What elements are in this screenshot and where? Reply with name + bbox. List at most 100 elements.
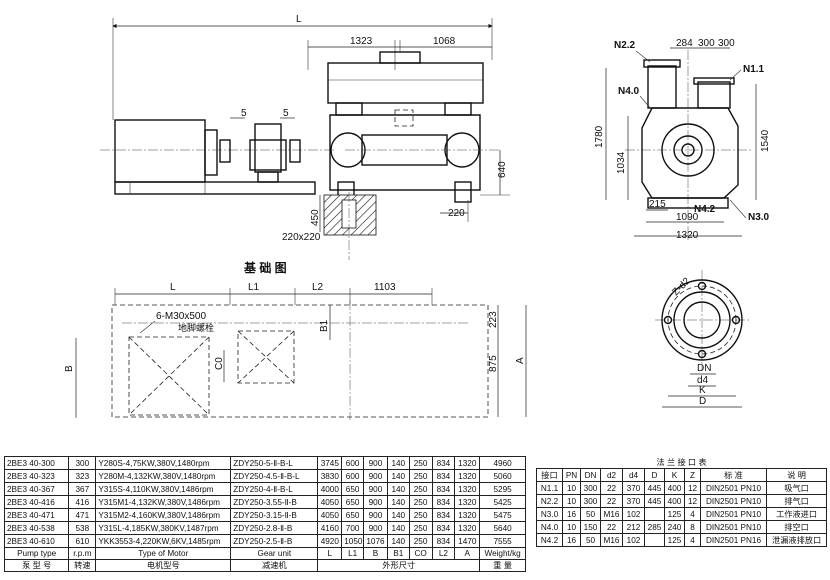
- table-cell: 125: [664, 533, 685, 547]
- table-cell: 10: [562, 520, 581, 534]
- table-cell: 5060: [479, 469, 526, 483]
- table-cell: 250: [408, 482, 433, 496]
- table-header-cn: 泵 型 号转速电机型号减速机外形尺寸重 量: [3, 559, 526, 572]
- table-cell: Y315S-4,110KW,380V,1486rpm: [95, 482, 232, 496]
- dim-L1: L1: [248, 282, 260, 293]
- table-cell: N1.1: [536, 481, 563, 495]
- table-cell: 445: [644, 494, 665, 508]
- table-cell: 10: [562, 481, 581, 495]
- table-cell: 1320: [454, 482, 481, 496]
- table-cell: [644, 533, 665, 547]
- table-cell: 250: [408, 534, 433, 548]
- table-cell: 370: [622, 481, 645, 495]
- dim-1540-label: 1540: [760, 129, 771, 152]
- table-cell: 1320: [454, 456, 481, 470]
- header-cell: DN: [580, 468, 601, 482]
- table-cell: M16: [600, 507, 623, 521]
- table-cell: 140: [386, 521, 410, 535]
- table-cell: 1320: [454, 469, 481, 483]
- table-cell: 834: [431, 534, 456, 548]
- table-cell: 2BE3 40-300: [3, 456, 70, 470]
- table-cell: 650: [341, 495, 365, 509]
- table-cell: YKK3553-4,220KW,6KV,1485rpm: [95, 534, 232, 548]
- table-cell: 2BE3 40-323: [3, 469, 70, 483]
- table-cell: 排空口: [765, 520, 828, 534]
- table-cell: 4920: [317, 534, 343, 548]
- table-cell: 2BE3 40-471: [3, 508, 70, 522]
- dim-1090-label: 1090: [676, 212, 699, 223]
- table-cell: ZDY250-2.8-Ⅱ-B: [230, 521, 319, 535]
- table-cell: 5640: [479, 521, 526, 535]
- table-cell: 834: [431, 482, 456, 496]
- dim-220x220-label: 220x220: [282, 232, 321, 243]
- table-cell: [644, 507, 665, 521]
- table-cell: 900: [363, 508, 388, 522]
- dim-284-label: 284: [676, 38, 693, 49]
- table-cell: 300: [580, 481, 601, 495]
- table-cell: 1076: [363, 534, 388, 548]
- table-cell: 140: [386, 482, 410, 496]
- header-cell: Type of Motor: [95, 547, 232, 560]
- table-cell: Y315M2-4,160KW,380V,1486rpm: [95, 508, 232, 522]
- dim-L-foundation: L: [170, 282, 176, 293]
- table-cell: 工作液进口: [765, 507, 828, 521]
- table-cell: DIN2501 PN10: [700, 520, 767, 534]
- table-cell: 834: [431, 495, 456, 509]
- header-cell: PN: [562, 468, 581, 482]
- header-cell: Pump type: [3, 547, 70, 560]
- table-cell: 900: [363, 469, 388, 483]
- flange-d: D: [699, 396, 706, 407]
- dim-A: A: [515, 357, 526, 364]
- dim-1323-label: 1323: [350, 36, 373, 47]
- header-cell: K: [664, 468, 685, 482]
- table-cell: 排气口: [765, 494, 828, 508]
- drawing-canvas: L 1323 1068 5 5: [64, 14, 771, 420]
- header-cell: 转速: [68, 559, 97, 572]
- table-cell: 12: [684, 481, 701, 495]
- table-cell: 212: [622, 520, 645, 534]
- dim-C0: C0: [214, 357, 225, 370]
- table-cell: 250: [408, 508, 433, 522]
- bolt-note: 地脚螺栓: [178, 322, 214, 333]
- header-cell: 泵 型 号: [3, 559, 70, 572]
- table-cell: 4: [684, 533, 701, 547]
- table-cell: 1320: [454, 508, 481, 522]
- table-cell: 650: [341, 482, 365, 496]
- header-cell: 标 准: [700, 468, 767, 482]
- table-cell: ZDY250-3.15-Ⅱ-B: [230, 508, 319, 522]
- table-cell: 250: [408, 495, 433, 509]
- table-cell: 102: [622, 507, 645, 521]
- dim-L-label: L: [296, 14, 302, 25]
- header-cell: D: [644, 468, 665, 482]
- table-cell: 900: [363, 456, 388, 470]
- table-cell: 250: [408, 456, 433, 470]
- table-cell: 150: [580, 520, 601, 534]
- table-cell: 600: [341, 469, 365, 483]
- table-cell: 900: [363, 521, 388, 535]
- end-view: 284 300 300 N2.2 N1.1 N4.0 1780 1034 154…: [594, 38, 771, 241]
- table-cell: N2.2: [536, 494, 563, 508]
- table-cell: 600: [341, 456, 365, 470]
- table-cell: Y315L-4,185KW,380KV,1487rpm: [95, 521, 232, 535]
- header-cell: Weight/kg: [479, 547, 526, 560]
- table-cell: 834: [431, 469, 456, 483]
- table-cell: 16: [562, 507, 581, 521]
- foundation-plan: 基 础 图 L L1 L2 1103 6-M30x500 地脚螺栓 B B1 C: [64, 260, 527, 420]
- header-cell: L2: [431, 547, 456, 560]
- dim-300a-label: 300: [698, 38, 715, 49]
- table-cell: 22: [600, 481, 623, 495]
- table-cell: 5475: [479, 508, 526, 522]
- dim-640-label: 640: [497, 161, 508, 178]
- dim-215-label: 215: [649, 199, 666, 210]
- header-cell: 电机型号: [95, 559, 232, 572]
- table-cell: 吸气口: [765, 481, 828, 495]
- label-n11: N1.1: [743, 64, 765, 75]
- header-cell: 重 量: [479, 559, 526, 572]
- table-cell: 370: [622, 494, 645, 508]
- table-cell: DIN2501 PN16: [700, 533, 767, 547]
